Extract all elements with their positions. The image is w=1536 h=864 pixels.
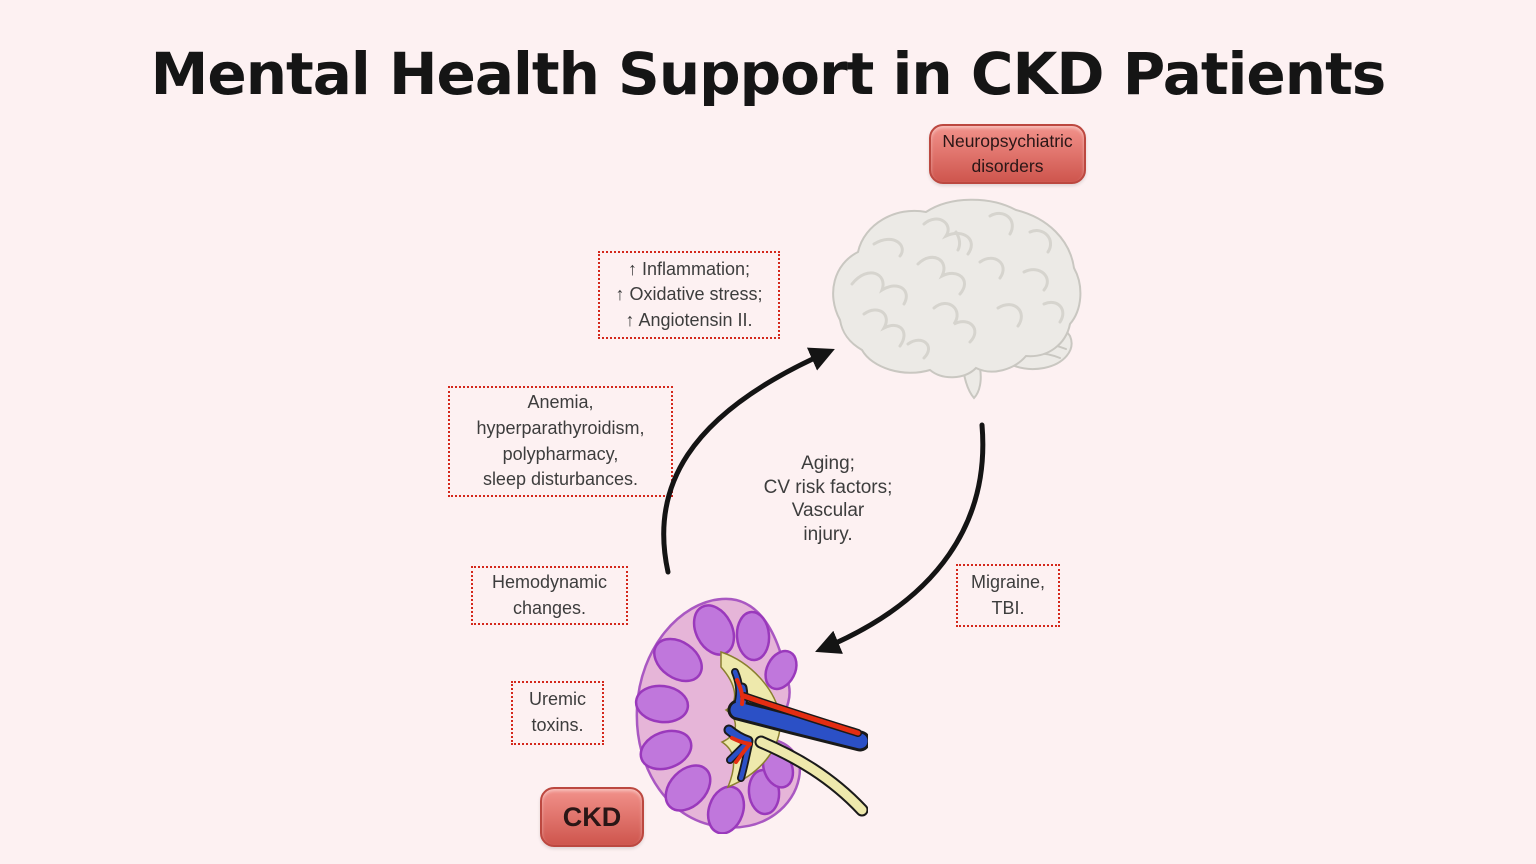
brain-icon xyxy=(832,198,1082,400)
neuropsychiatric-disorders-badge: Neuropsychiatric disorders xyxy=(929,124,1086,184)
renal-pyramids xyxy=(634,604,798,835)
renal-artery xyxy=(730,678,862,764)
kidney-illustration xyxy=(626,592,871,835)
cerebrum xyxy=(832,198,1082,379)
ureter xyxy=(754,735,869,817)
annotation-aging: Aging; CV risk factors; Vascular injury. xyxy=(763,453,893,545)
kidney-icon xyxy=(634,597,871,835)
factor-box-hemodynamic: Hemodynamic changes. xyxy=(471,566,628,625)
factor-box-inflammation: ↑ Inflammation; ↑ Oxidative stress; ↑ An… xyxy=(598,251,780,339)
factor-box-uremic: Uremic toxins. xyxy=(511,681,604,745)
page-title: Mental Health Support in CKD Patients xyxy=(150,40,1387,108)
ckd-badge: CKD xyxy=(540,787,644,847)
factor-box-anemia: Anemia, hyperparathyroidism, polypharmac… xyxy=(448,386,673,497)
factor-box-migraine: Migraine, TBI. xyxy=(956,564,1060,627)
brain-gyri xyxy=(850,211,1065,360)
brain-illustration xyxy=(812,192,1092,404)
